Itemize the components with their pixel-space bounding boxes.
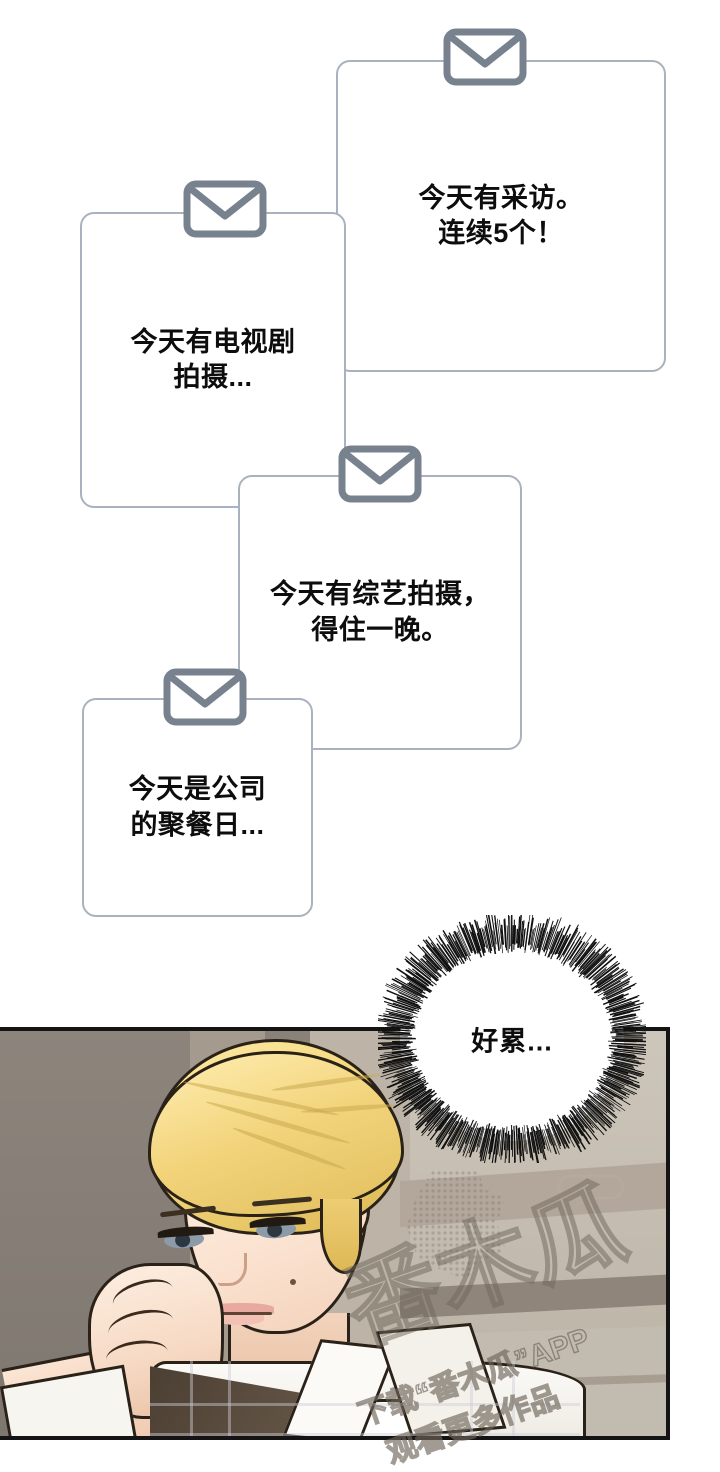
character-eye-right: [249, 1215, 306, 1241]
thought-burst-text: 好累...: [378, 1020, 646, 1059]
message-bubble-1-text: 今天有采访。 连续5个！: [409, 181, 594, 251]
message-bubble-4-text: 今天是公司 的聚餐日...: [119, 772, 277, 842]
message-bubble-2-text: 今天有电视剧 拍摄...: [121, 325, 306, 395]
vehicle-grab-handle-icon: [556, 1171, 626, 1205]
message-bubble-4: 今天是公司 的聚餐日...: [82, 698, 313, 917]
message-bubble-3-text: 今天有综艺拍摄， 得住一晚。: [260, 577, 500, 647]
message-bubble-1: 今天有采访。 连续5个！: [336, 60, 666, 372]
character-eye-left: [157, 1225, 214, 1251]
thought-burst-bubble: 好累...: [378, 915, 646, 1163]
message-bubble-2: 今天有电视剧 拍摄...: [80, 212, 346, 508]
character-mole: [290, 1279, 296, 1285]
